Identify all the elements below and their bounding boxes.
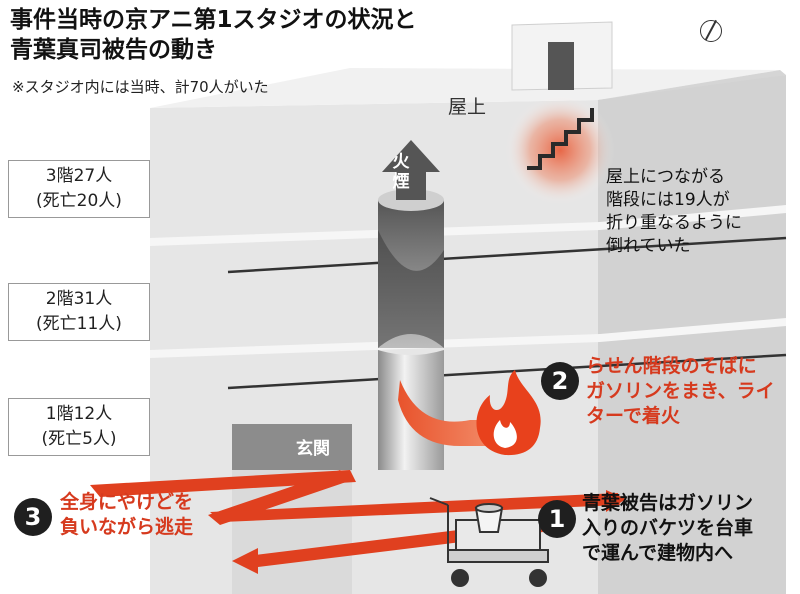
fire-icon — [476, 370, 541, 456]
floor-1-deaths: (死亡5人) — [41, 429, 117, 449]
smoke-label-smoke: 煙 — [392, 172, 410, 192]
floor-3-deaths: (死亡20人) — [36, 191, 122, 211]
floor-3-count: 3階27人 — [45, 166, 113, 186]
step-3-text: 全身にやけどを 負いながら逃走 — [60, 490, 193, 540]
floor-2-count: 2階31人 — [45, 289, 113, 309]
occupancy-note: ※スタジオ内には当時、計70人がいた — [12, 78, 269, 96]
cart-with-bucket — [429, 497, 549, 587]
title-line-2: 青葉真司被告の動き — [10, 37, 217, 63]
step-3-line: 全身にやけどを — [60, 491, 194, 513]
stairs-annotation-line: 階段には19人が — [606, 190, 730, 210]
entrance-door — [232, 424, 352, 470]
floor-2-label: 2階31人 (死亡11人) — [8, 283, 150, 341]
step-1-text: 青葉被告はガソリン 入りのバケツを台車 で運んで建物内へ — [582, 491, 753, 566]
step-3-badge: 3 — [14, 498, 52, 536]
step-2-line: らせん階段のそばに — [586, 355, 757, 377]
roof-slab — [150, 68, 780, 108]
stairs-to-roof — [527, 108, 594, 170]
building-side-face — [598, 75, 786, 594]
step-2-badge: 2 — [541, 362, 579, 400]
step-1-line: で運んで建物内へ — [582, 542, 734, 564]
stairs-annotation: 屋上につながる 階段には19人が 折り重なるように 倒れていた — [606, 166, 742, 258]
floor-line-2 — [227, 353, 787, 390]
step-2-line: ターで着火 — [586, 405, 680, 427]
step-3-line: 負いながら逃走 — [60, 516, 194, 538]
floor-line-3 — [227, 236, 787, 274]
step-2-text: らせん階段のそばに ガソリンをまき、ライ ターで着火 — [586, 354, 775, 429]
title-line-1: 事件当時の京アニ第1スタジオの状況と — [10, 7, 417, 33]
stairs-glow — [505, 95, 615, 205]
floor-2-deaths: (死亡11人) — [36, 314, 122, 334]
roof-label: 屋上 — [448, 96, 487, 118]
smoke-arrow — [382, 140, 440, 200]
entrance-label: 玄関 — [296, 439, 330, 459]
north-compass-icon — [700, 20, 722, 42]
step-2-line: ガソリンをまき、ライ — [586, 380, 775, 402]
floor-1-label: 1階12人 (死亡5人) — [8, 398, 150, 456]
stairs-annotation-line: 屋上につながる — [606, 167, 725, 187]
step-1-badge: 1 — [538, 500, 576, 538]
stairs-annotation-line: 折り重なるように — [606, 213, 742, 233]
roof-door — [548, 42, 574, 90]
step-1-line: 入りのバケツを台車 — [582, 517, 754, 539]
floor-1-count: 1階12人 — [45, 404, 113, 424]
step-1-line: 青葉被告はガソリン — [582, 492, 754, 514]
stairs-annotation-line: 倒れていた — [606, 236, 691, 256]
smoke-label-fire: 火 — [392, 152, 410, 172]
floor-3-label: 3階27人 (死亡20人) — [8, 160, 150, 218]
